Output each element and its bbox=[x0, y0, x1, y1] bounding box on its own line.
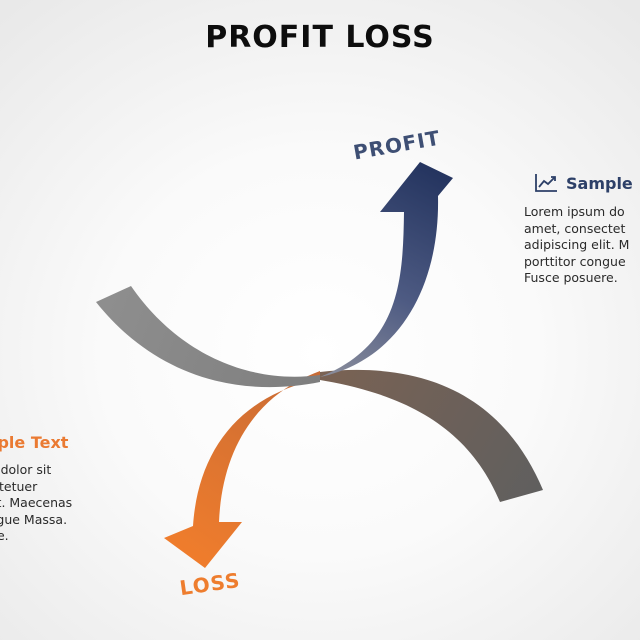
loss-text-panel: ample Text sum dolor sit nsectetuer g el… bbox=[0, 433, 130, 545]
line-chart-icon bbox=[534, 172, 558, 194]
loss-panel-body: sum dolor sit nsectetuer g elit. Maecena… bbox=[0, 462, 73, 543]
profit-label: PROFIT bbox=[351, 126, 442, 165]
right-gray-arc bbox=[320, 369, 543, 502]
profit-panel-heading: Sample bbox=[566, 173, 633, 193]
profit-text-panel: Sample Lorem ipsum do amet, consectet ad… bbox=[524, 172, 640, 287]
loss-arrow bbox=[164, 371, 320, 568]
profit-panel-body: Lorem ipsum do amet, consectet adipiscin… bbox=[524, 204, 630, 285]
loss-label: LOSS bbox=[178, 568, 242, 600]
page-title: PROFIT LOSS bbox=[205, 20, 435, 55]
left-gray-arc bbox=[96, 286, 320, 388]
profit-arrow bbox=[320, 162, 453, 377]
loss-panel-heading: ample Text bbox=[0, 433, 69, 452]
